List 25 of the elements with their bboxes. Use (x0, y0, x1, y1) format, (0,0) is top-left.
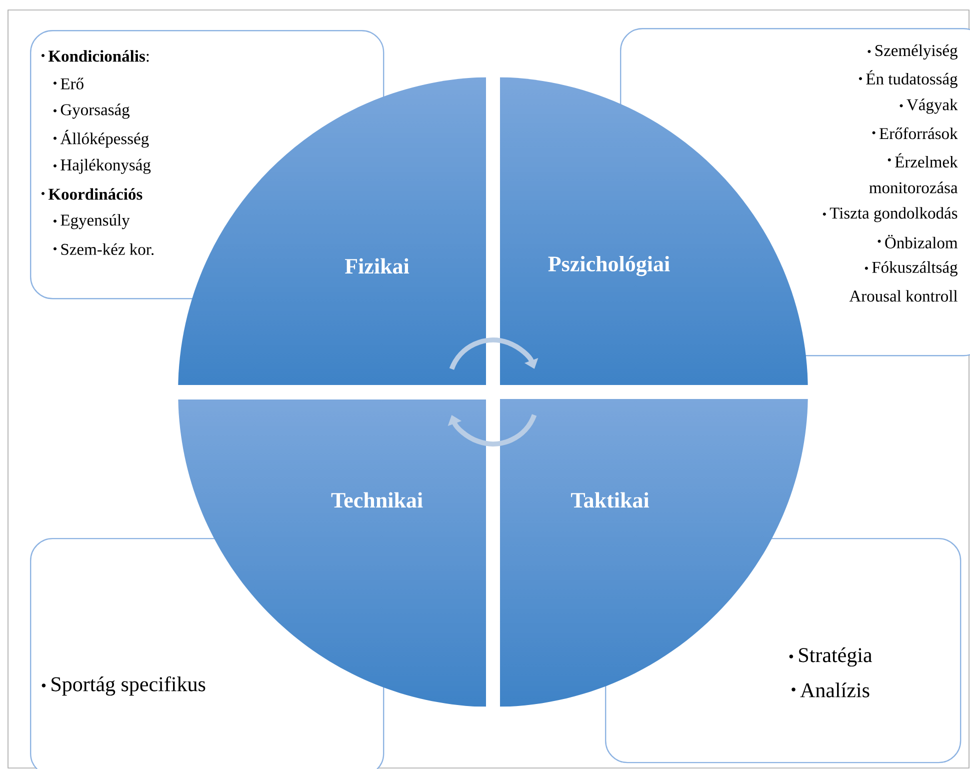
list-item: Stratégia (789, 647, 872, 667)
list-item: Sportág specifikus (42, 676, 206, 696)
list-item: Erőforrások (872, 127, 958, 140)
list-item: Hajlékonyság (54, 158, 151, 174)
list-item: monitorozása (869, 182, 958, 194)
list-item: Személyiség (868, 44, 958, 60)
quadrant: Technikai (331, 492, 423, 508)
list-item: Vágyak (900, 98, 958, 114)
quadrant: Taktikai (571, 492, 650, 508)
quadrant: Pszichológiai (548, 256, 670, 276)
list-item: Arousal kontroll (849, 290, 958, 302)
list-item: Én tudatosság (858, 70, 958, 88)
list-item: Kondicionális: (42, 50, 149, 62)
quadrant: Fizikai (345, 258, 410, 274)
list-item: Tiszta gondolkodás (822, 207, 958, 222)
list-item: Fókuszáltság (864, 261, 958, 276)
list-item: Erő (54, 78, 84, 90)
list-item: Önbizalom (878, 234, 958, 248)
list-item: Koordinációs (42, 188, 142, 200)
list-item: Szem-kéz kor. (54, 243, 154, 256)
list-item: Analízis (792, 682, 870, 698)
list-item: Gyorsaság (54, 104, 130, 119)
list-item: Állóképesség (54, 130, 149, 148)
list-item: Egyensúly (54, 214, 130, 230)
list-item: Érzelmek (888, 153, 958, 168)
